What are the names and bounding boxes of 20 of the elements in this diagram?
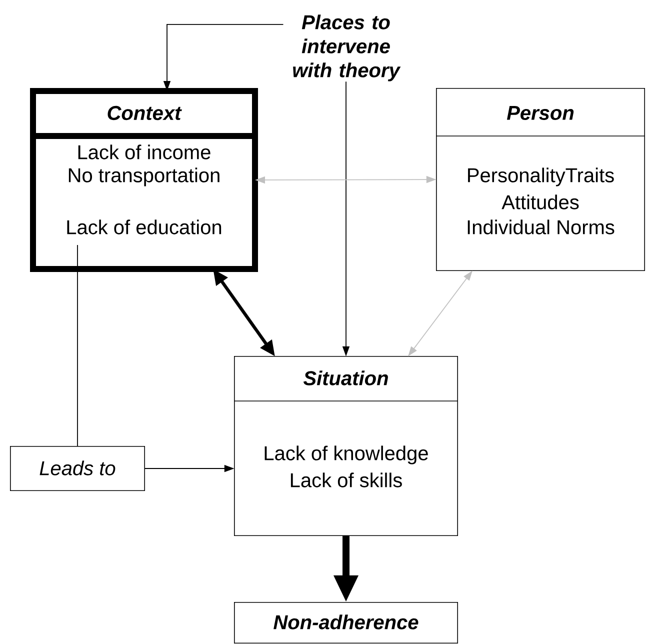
box-text: Lack of income xyxy=(78,144,210,160)
box-text: Non-adherence xyxy=(274,614,418,630)
box-heading: Situation xyxy=(303,370,388,386)
box-text: No transportation xyxy=(68,168,220,186)
box-text: Individual Norms xyxy=(468,220,614,234)
box-text: Lack of knowledge xyxy=(264,446,428,464)
box-text: Attitudes xyxy=(502,194,579,210)
box-text: Leads to xyxy=(40,460,116,476)
box-text: Lack of skills xyxy=(290,472,402,488)
annotation-text: Places to intervene with theory xyxy=(293,14,401,82)
box-text: PersonalityTraits xyxy=(468,168,614,186)
process-box xyxy=(234,602,458,644)
box-heading: Person xyxy=(506,106,574,120)
process-box xyxy=(234,356,458,536)
process-box xyxy=(30,88,258,272)
process-box xyxy=(436,88,645,271)
process-box xyxy=(10,446,145,491)
box-text: Lack of education xyxy=(67,220,222,234)
connector-line xyxy=(77,244,78,447)
box-heading: Context xyxy=(108,106,182,120)
